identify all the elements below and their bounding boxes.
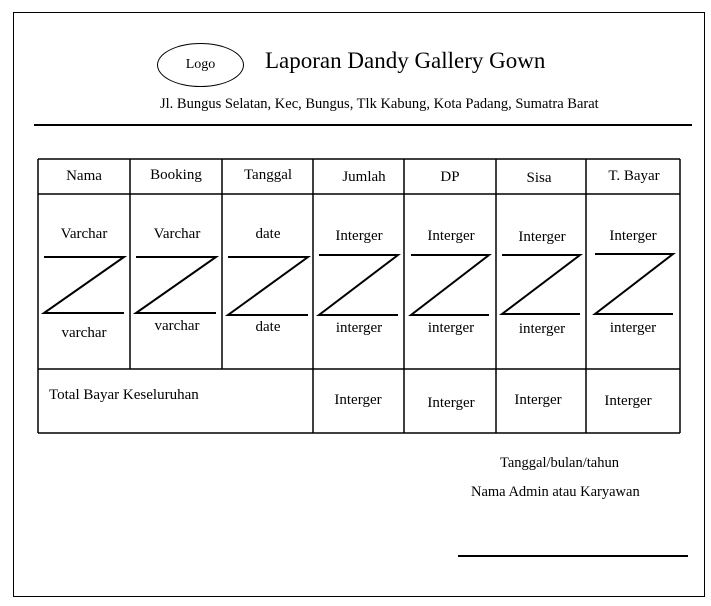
logo-label: Logo bbox=[185, 57, 216, 72]
col-header-tbayar: T. Bayar bbox=[608, 168, 660, 184]
total-label: Total Bayar Keseluruhan bbox=[49, 387, 199, 403]
total-dp: Interger bbox=[427, 395, 475, 411]
type-bottom-tbayar: interger bbox=[609, 320, 657, 336]
footer-admin-label: Nama Admin atau Karyawan bbox=[471, 484, 640, 500]
col-header-booking: Booking bbox=[150, 167, 202, 183]
type-bottom-sisa: interger bbox=[518, 321, 566, 337]
type-top-nama: Varchar bbox=[60, 226, 108, 242]
logo-placeholder: Logo bbox=[157, 43, 244, 87]
mapping-glyph-nama bbox=[40, 256, 128, 314]
col-header-dp: DP bbox=[440, 169, 460, 185]
total-jumlah: Interger bbox=[334, 392, 382, 408]
col-header-nama: Nama bbox=[66, 168, 102, 184]
type-top-dp: Interger bbox=[427, 228, 475, 244]
type-top-booking: Varchar bbox=[153, 226, 201, 242]
total-sisa: Interger bbox=[514, 392, 562, 408]
type-top-jumlah: Interger bbox=[335, 228, 383, 244]
mapping-glyph-tbayar bbox=[592, 253, 676, 315]
type-bottom-tanggal: date bbox=[255, 319, 281, 335]
col-header-jumlah: Jumlah bbox=[342, 169, 386, 185]
type-bottom-dp: interger bbox=[427, 320, 475, 336]
mapping-glyph-jumlah bbox=[316, 254, 401, 316]
mapping-glyph-sisa bbox=[499, 254, 583, 315]
total-tbayar: Interger bbox=[604, 393, 652, 409]
report-address: Jl. Bungus Selatan, Kec, Bungus, Tlk Kab… bbox=[160, 96, 599, 112]
col-header-sisa: Sisa bbox=[526, 170, 552, 186]
type-top-tbayar: Interger bbox=[609, 228, 657, 244]
type-top-tanggal: date bbox=[255, 226, 281, 242]
footer-date-label: Tanggal/bulan/tahun bbox=[500, 455, 619, 471]
type-bottom-booking: varchar bbox=[154, 318, 200, 334]
type-top-sisa: Interger bbox=[518, 229, 566, 245]
page-border bbox=[13, 12, 705, 597]
mapping-glyph-dp bbox=[408, 254, 492, 316]
col-header-tanggal: Tanggal bbox=[243, 167, 293, 183]
mapping-glyph-tanggal bbox=[224, 256, 312, 316]
signature-line bbox=[458, 555, 688, 557]
type-bottom-jumlah: interger bbox=[335, 320, 383, 336]
type-bottom-nama: varchar bbox=[61, 325, 107, 341]
header-divider bbox=[34, 124, 692, 126]
report-title: Laporan Dandy Gallery Gown bbox=[265, 48, 546, 73]
mapping-glyph-booking bbox=[132, 256, 220, 314]
